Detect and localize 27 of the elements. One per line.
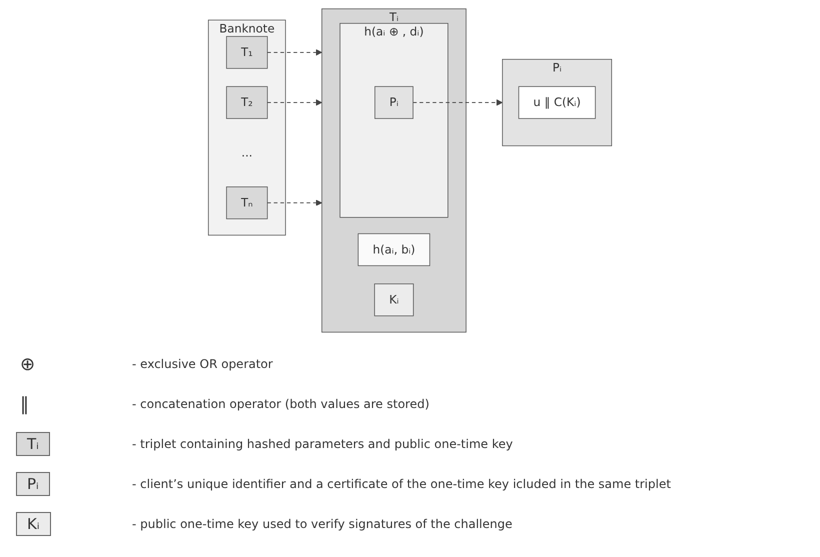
node-box [226,36,268,68]
cluster [208,19,286,236]
operator-symbol: ‖ [19,394,30,414]
cluster [502,58,612,146]
arrow [412,98,503,106]
arrow [266,199,322,206]
cluster [321,8,466,332]
legend-text: - public one-time key used to verify signatures of the challenge [132,517,512,531]
legend-sample-box: Pᵢ [16,472,50,496]
legend-sample-box: Kᵢ [16,512,51,536]
legend-text: - triplet containing hashed parameters and public one-time key [132,437,513,451]
legend-sample-box: Tᵢ [16,432,50,456]
cluster [340,22,448,218]
legend-text: - client’s unique identifier and a certificate of the one-time key icluded in the same triplet [132,477,671,491]
legend-text: - concatenation operator (both values are stored) [132,397,430,411]
legend-text: - exclusive OR operator [132,357,273,371]
operator-symbol: ⊕ [19,354,36,374]
diagram-drawing: Tᵢ Banknote h(aᵢ ⊕ , dᵢ) T₁ T₂ Pᵢ Pᵢ u ‖ C(Kᵢ) ... Tₙ h(aᵢ, bᵢ) Kᵢ [5,2,815,338]
node-box [518,86,596,118]
node-box [374,86,414,118]
node-box [226,86,268,118]
arrow [266,98,322,106]
arrow [266,48,322,56]
node-box [358,232,430,266]
node-box [374,283,414,316]
node-box [226,186,268,219]
node-text: ... [241,144,252,159]
